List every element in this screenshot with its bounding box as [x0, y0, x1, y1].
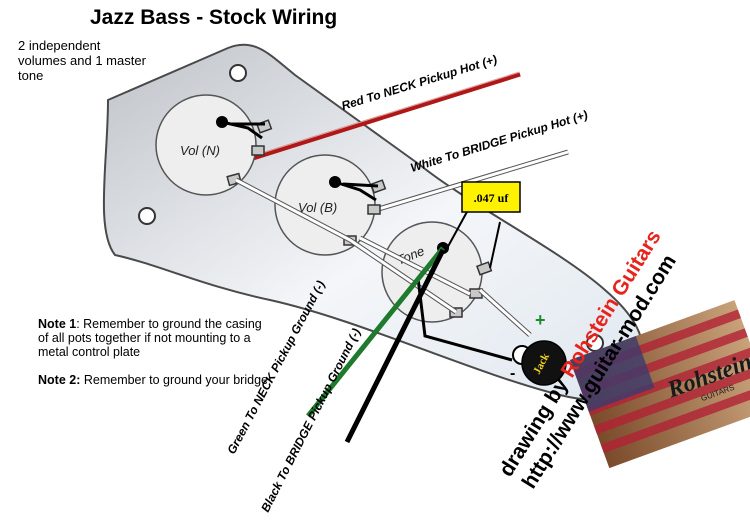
plate-screw-hole-top — [229, 64, 247, 82]
pot-jumpers — [221, 120, 379, 202]
red-neck-hot-wire — [239, 71, 521, 165]
note-1-label: Note 1 — [38, 317, 77, 331]
pot-vol-neck — [155, 94, 257, 196]
black-wire-label: Black To BRIDGE Pickup Ground (-) — [258, 326, 363, 514]
green-neck-ground-wire — [306, 246, 445, 418]
pot-vol-neck-label: Vol (N) — [180, 143, 220, 158]
capacitor-leads — [444, 209, 501, 269]
jack-plus-sign: + — [535, 310, 546, 330]
white-wire-label: White To BRIDGE Pickup Hot (+) — [409, 108, 590, 175]
note-1-text: : Remember to ground the casing of all p… — [38, 317, 262, 359]
note-2: Note 2: Remember to ground your bridge — [38, 373, 273, 387]
page-title: Jazz Bass - Stock Wiring — [90, 6, 338, 29]
capacitor — [461, 181, 521, 213]
pot-vol-bridge-label: Vol (B) — [298, 200, 337, 215]
red-wire-highlight — [239, 71, 521, 161]
note-2-text: Remember to ground your bridge — [80, 373, 268, 387]
jack — [521, 340, 567, 386]
subtitle: 2 independent volumes and 1 master tone — [18, 38, 146, 83]
flag-stripes — [570, 309, 750, 454]
ground-bus-core-2 — [359, 236, 471, 296]
note-1: Note 1: Remember to ground the casing of… — [38, 317, 273, 359]
note-2-label: Note 2: — [38, 373, 81, 387]
capacitor-label: .047 uf — [474, 191, 510, 205]
jack-hot-wire-core — [478, 288, 532, 337]
jack-minus-sign: - — [510, 365, 515, 382]
rohstein-logo: Rohstein GUITARS — [570, 300, 750, 469]
black-bridge-ground-wire — [344, 248, 446, 444]
plate-screw-hole-left — [138, 207, 156, 225]
